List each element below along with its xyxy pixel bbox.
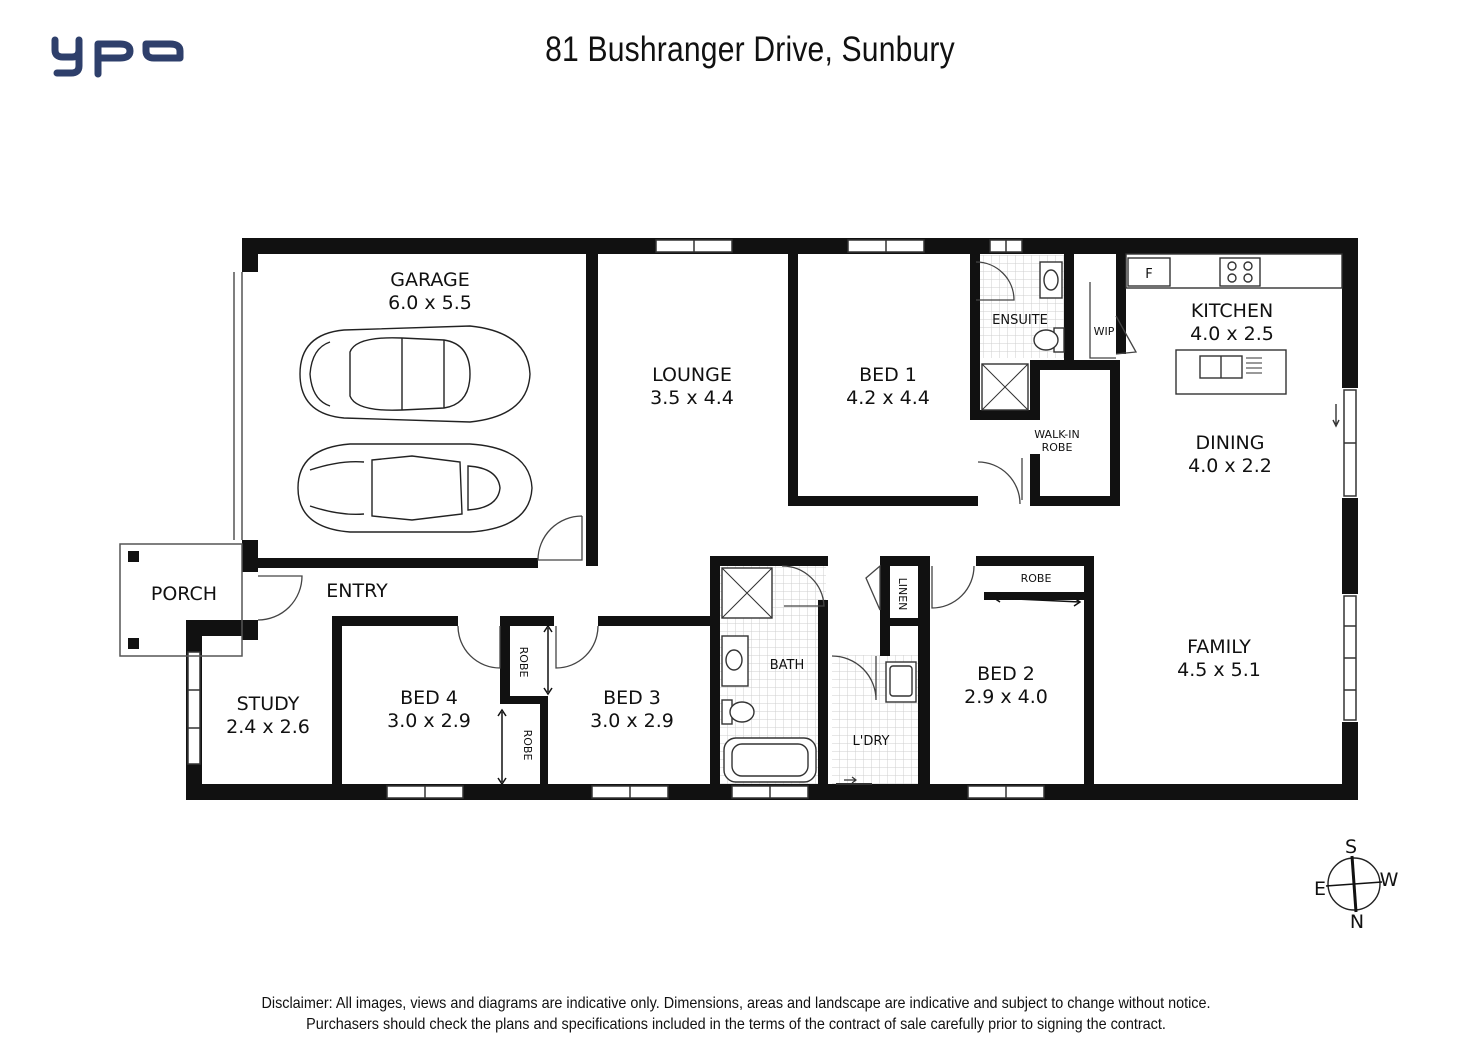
door-swings	[257, 261, 1138, 701]
lounge-name: LOUNGE	[652, 364, 732, 386]
windows	[187, 239, 1357, 799]
disclaimer: Disclaimer: All images, views and diagra…	[74, 993, 1399, 1035]
family-size: 4.5 x 5.1	[1177, 659, 1261, 681]
robe-bed3-label: ROBE	[521, 730, 534, 761]
dining-name: DINING	[1196, 432, 1265, 454]
study-name: STUDY	[237, 693, 300, 715]
robe-sliders	[497, 593, 1082, 786]
porch-name: PORCH	[151, 583, 217, 605]
bed1-name: BED 1	[859, 364, 917, 386]
compass: S W E N	[1314, 836, 1399, 933]
kitchen-size: 4.0 x 2.5	[1190, 323, 1274, 345]
bed2-name: BED 2	[977, 663, 1035, 685]
disclaimer-line-1: Disclaimer: All images, views and diagra…	[261, 995, 1211, 1012]
study-size: 2.4 x 2.6	[226, 716, 310, 738]
lounge-size: 3.5 x 4.4	[650, 387, 734, 409]
fixtures	[721, 253, 1343, 785]
kitchen-name: KITCHEN	[1191, 300, 1273, 322]
garage-size: 6.0 x 5.5	[388, 292, 472, 314]
garage-name: GARAGE	[390, 269, 470, 291]
ypa-logo	[51, 36, 184, 78]
compass-west: W	[1380, 869, 1399, 891]
bath-name: BATH	[770, 658, 805, 673]
entry-name: ENTRY	[326, 580, 388, 602]
page-title: 81 Bushranger Drive, Sunbury	[545, 30, 955, 69]
room-labels: GARAGE 6.0 x 5.5 LOUNGE 3.5 x 4.4 BED 1 …	[151, 267, 1274, 760]
dining-size: 4.0 x 2.2	[1188, 455, 1272, 477]
bed3-size: 3.0 x 2.9	[590, 710, 674, 732]
linen-name: LINEN	[896, 578, 909, 611]
car-hatchback-icon	[297, 443, 533, 533]
car-sedan-icon	[299, 325, 531, 423]
laundry-name: L'DRY	[853, 734, 890, 749]
bed4-size: 3.0 x 2.9	[387, 710, 471, 732]
bed2-size: 2.9 x 4.0	[964, 686, 1048, 708]
bed3-name: BED 3	[603, 687, 661, 709]
compass-north: N	[1350, 911, 1364, 933]
robe-bed2-label: ROBE	[1021, 572, 1052, 585]
robe-bed4-label: ROBE	[517, 647, 530, 678]
disclaimer-line-2: Purchasers should check the plans and sp…	[306, 1016, 1166, 1033]
interior-walls	[258, 254, 1126, 790]
fridge-label: F	[1145, 267, 1152, 282]
bed4-name: BED 4	[400, 687, 458, 709]
wip-name: WIP	[1094, 325, 1115, 338]
walkin-line2: ROBE	[1042, 441, 1073, 454]
compass-east: E	[1314, 878, 1326, 900]
bed1-size: 4.2 x 4.4	[846, 387, 930, 409]
porch-outline	[119, 543, 243, 657]
walkin-line1: WALK-IN	[1034, 428, 1079, 441]
garage-door	[233, 272, 243, 540]
compass-south: S	[1345, 836, 1357, 858]
ensuite-name: ENSUITE	[992, 313, 1048, 328]
family-name: FAMILY	[1187, 636, 1251, 658]
